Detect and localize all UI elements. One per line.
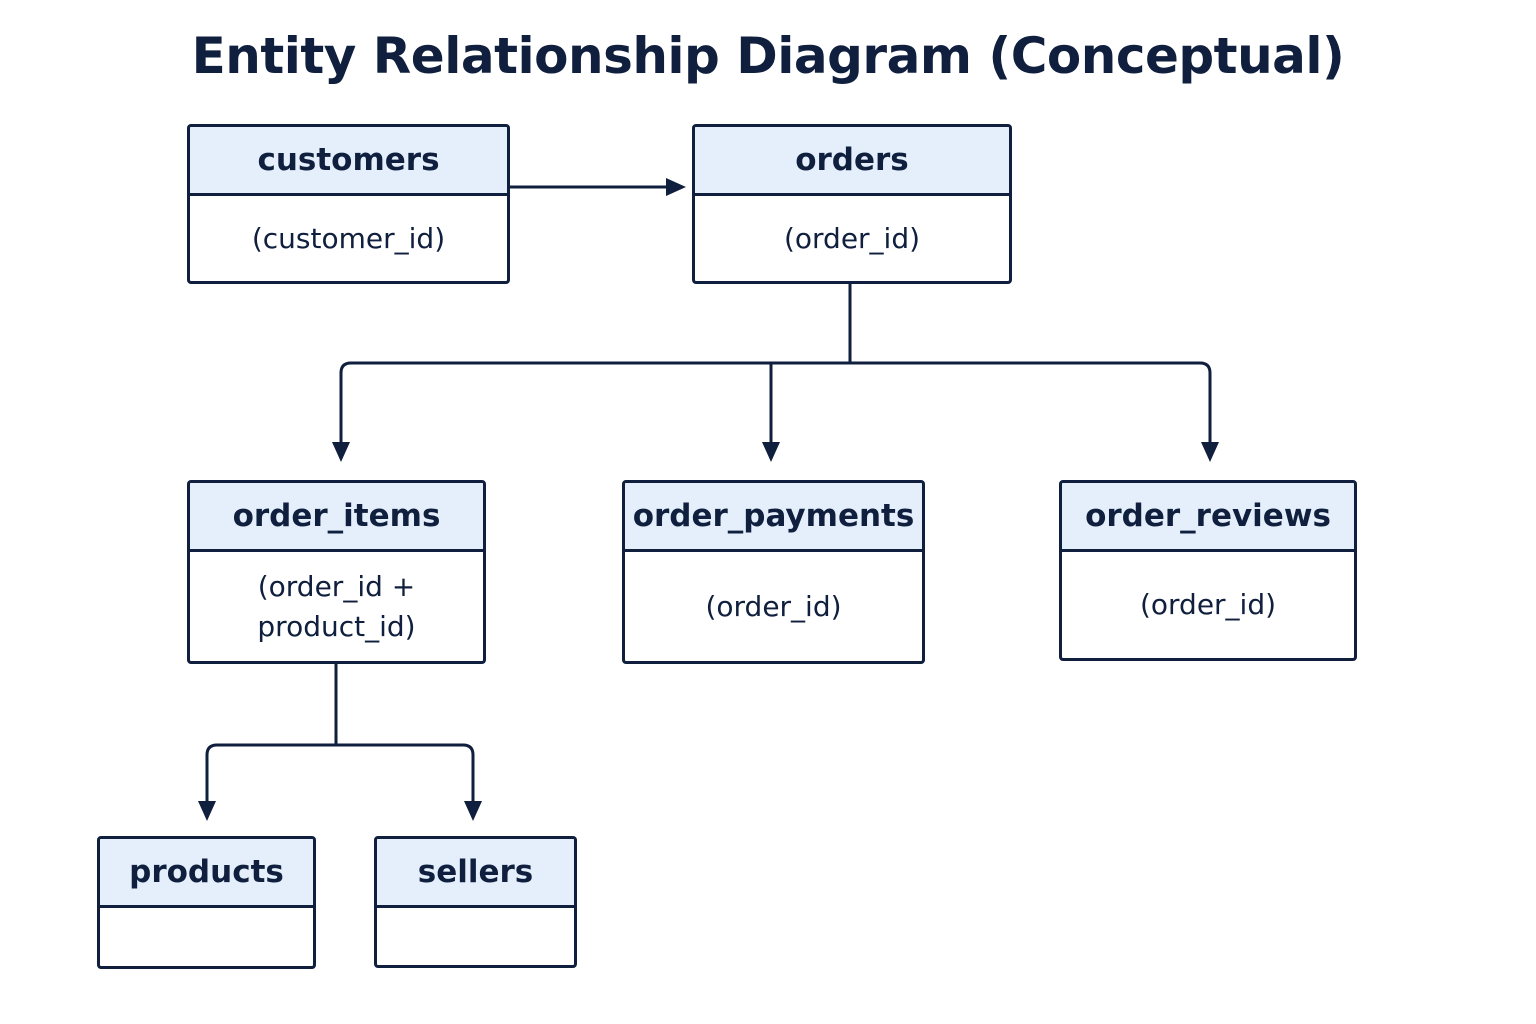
entity-customers-key: (customer_id) [251,221,446,255]
entity-products-key [100,908,313,966]
connector-order-items-bus [205,743,475,805]
entity-orders-key: (order_id) [783,221,921,255]
entity-order-reviews-key: (order_id) [1139,588,1277,621]
entity-customers[interactable]: customers (customer_id) [187,124,510,284]
entity-order-payments[interactable]: order_payments (order_id) [622,480,925,664]
entity-order-reviews[interactable]: order_reviews (order_id) [1059,480,1357,661]
entity-order-items[interactable]: order_items (order_id + product_id) [187,480,486,664]
entity-order-items-key: (order_id + product_id) [257,569,416,643]
entity-sellers-name: sellers [377,839,574,908]
arrowhead-order-items [332,442,350,462]
arrowhead-sellers [464,801,482,821]
entity-orders[interactable]: orders (order_id) [692,124,1012,284]
arrowhead-order-payments [762,442,780,462]
arrowhead-orders [666,178,686,196]
entity-orders-name: orders [695,127,1009,196]
entity-order-reviews-name: order_reviews [1062,483,1354,552]
entity-sellers[interactable]: sellers [374,836,577,968]
entity-customers-name: customers [190,127,507,196]
entity-products[interactable]: products [97,836,316,969]
entity-order-payments-name: order_payments [625,483,922,552]
arrowhead-products [198,801,216,821]
entity-products-name: products [100,839,313,908]
entity-order-items-name: order_items [190,483,483,552]
diagram-title: Entity Relationship Diagram (Conceptual) [191,27,1345,85]
entity-sellers-key [377,908,574,965]
connector-orders-bus [339,361,1212,446]
entity-order-payments-key: (order_id) [705,589,842,623]
arrowhead-order-reviews [1201,442,1219,462]
